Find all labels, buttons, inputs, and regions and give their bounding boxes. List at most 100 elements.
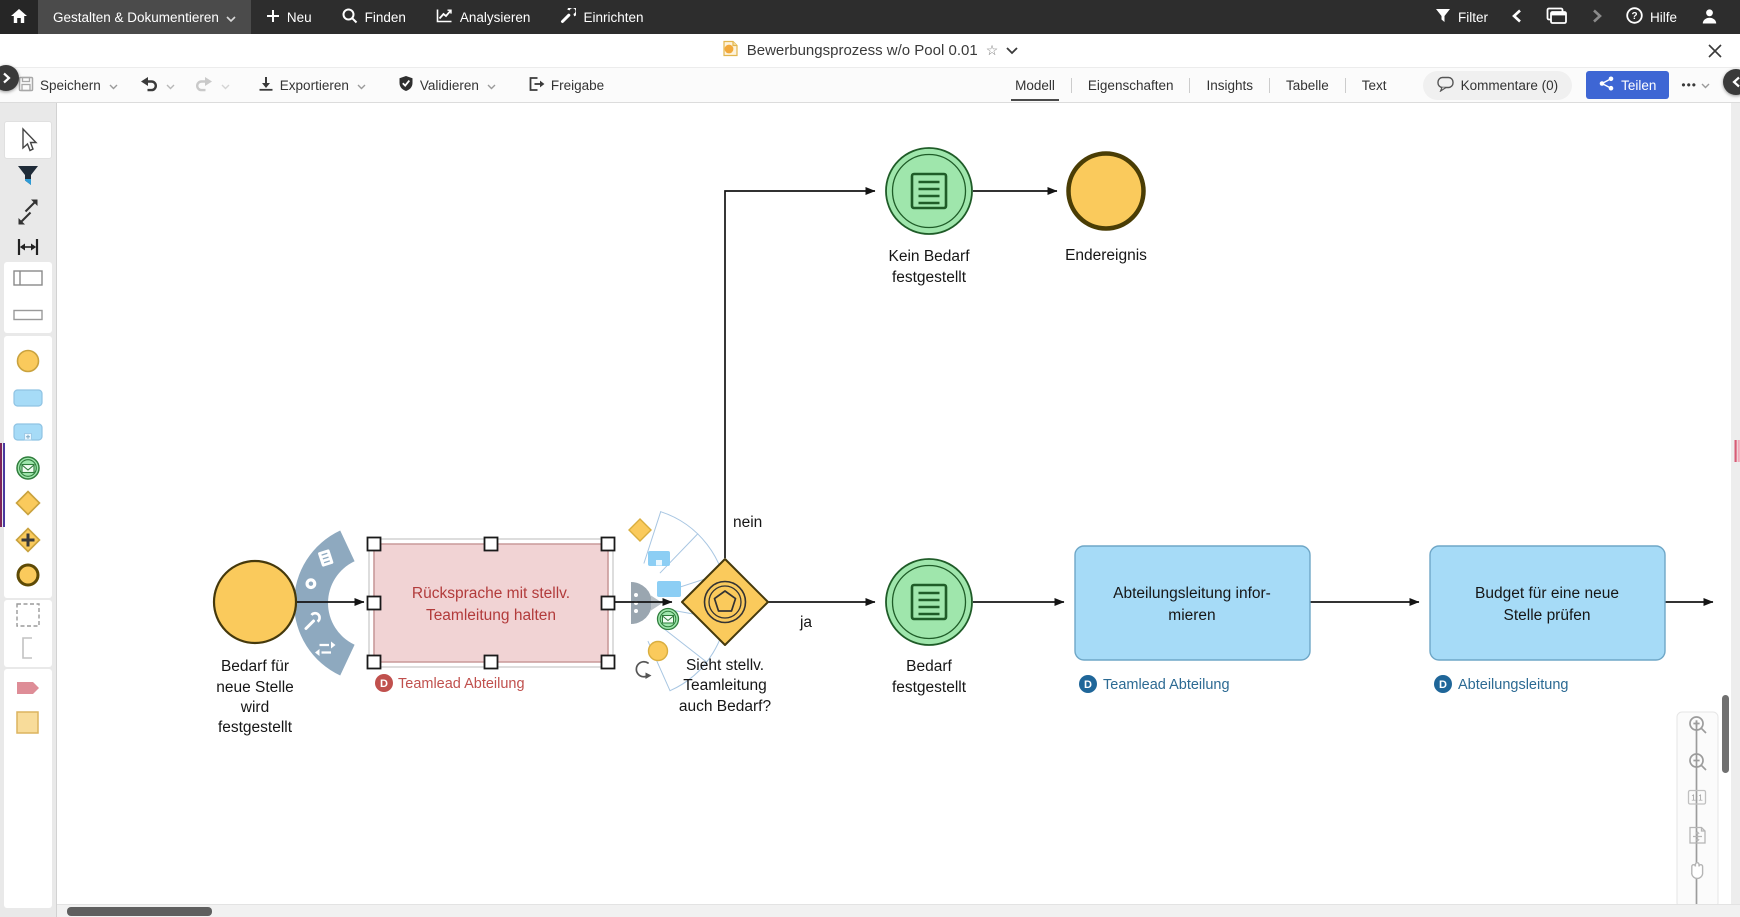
release-label: Freigabe [551, 78, 604, 93]
menu-neu[interactable]: Neu [251, 0, 327, 34]
undo-button[interactable] [140, 76, 175, 95]
redo-icon [195, 76, 213, 95]
budget-task[interactable]: Budget für eine neue Stelle prüfen D Abt… [1430, 546, 1665, 693]
edge-label-ja[interactable]: ja [799, 614, 812, 631]
save-button[interactable]: Speichern [18, 76, 118, 95]
gateway-shape[interactable] [8, 486, 48, 520]
chevron-down-icon[interactable] [221, 78, 230, 93]
tab-modell[interactable]: Modell [1011, 70, 1059, 101]
validate-button[interactable]: Validieren [398, 75, 496, 95]
edge-label-nein[interactable]: nein [733, 514, 762, 531]
filter-button[interactable]: Filter [1425, 8, 1498, 26]
user-button[interactable] [1691, 8, 1728, 27]
need-conditional-event[interactable]: Bedarf festgestellt [886, 559, 972, 696]
dictionary-badge-red[interactable]: D Teamlead Abteilung [375, 674, 525, 692]
home-icon [10, 8, 28, 27]
dictionary-badge-blue[interactable]: D Abteilungsleitung [1434, 675, 1568, 693]
chart-icon [436, 8, 453, 26]
data-tag-shape[interactable] [8, 671, 48, 705]
menu-einrichten[interactable]: Einrichten [545, 0, 658, 34]
sequence-flows[interactable] [297, 191, 1713, 602]
filter-tool[interactable] [8, 159, 48, 193]
resize-arrows-tool[interactable] [8, 195, 48, 229]
no-need-conditional-event[interactable]: Kein Bedarf festgestellt [886, 148, 972, 286]
tab-text[interactable]: Text [1358, 70, 1391, 101]
task-label: mieren [1168, 607, 1215, 624]
horizontal-scrollbar[interactable] [57, 904, 1740, 917]
subprocess-shape[interactable] [8, 415, 48, 449]
more-options-button[interactable]: ••• [1681, 78, 1710, 92]
start-event-label: Bedarf für [221, 658, 289, 675]
start-event[interactable]: Bedarf für neue Stelle wird festgestellt [214, 561, 296, 736]
windows-icon [1546, 7, 1568, 27]
morph-gateway-option[interactable] [629, 519, 651, 541]
lane-shape[interactable] [8, 298, 48, 332]
end-event-shape[interactable] [8, 558, 48, 592]
share-button[interactable]: Teilen [1586, 71, 1669, 99]
home-button[interactable] [0, 0, 38, 34]
text-annotation-shape[interactable] [8, 631, 48, 665]
task-label: Abteilungsleitung infor- [1113, 585, 1271, 602]
chevron-down-icon[interactable] [487, 78, 496, 93]
title-chevron-down-icon[interactable] [1006, 42, 1018, 59]
export-button[interactable]: Exportieren [258, 76, 366, 95]
view-tabs: Modell Eigenschaften Insights Tabelle Te… [999, 70, 1402, 101]
flow-gateway-nein[interactable] [725, 191, 875, 558]
morph-task-option[interactable] [657, 581, 681, 597]
comments-button[interactable]: Kommentare (0) [1423, 71, 1573, 100]
selected-task[interactable]: Rücksprache mit stellv. Teamleitung halt… [368, 538, 615, 693]
horizontal-scrollbar-thumb[interactable] [67, 907, 212, 916]
tab-insights[interactable]: Insights [1202, 70, 1257, 101]
menu-analysieren[interactable]: Analysieren [421, 0, 546, 34]
inform-task[interactable]: Abteilungsleitung infor- mieren D Teamle… [1075, 546, 1310, 693]
chevron-down-icon[interactable] [357, 78, 366, 93]
undo-icon [140, 76, 158, 95]
back-button[interactable] [1502, 9, 1532, 26]
parallel-gateway-shape[interactable] [8, 523, 48, 557]
role-label: Teamlead Abteilung [398, 676, 525, 692]
start-event-label: neue Stelle [216, 679, 294, 696]
colored-note-shape[interactable] [8, 706, 48, 740]
chevron-down-icon[interactable] [109, 78, 118, 93]
drag-arrow-icon [651, 596, 663, 611]
close-icon[interactable] [1706, 42, 1724, 60]
topbar-right-group: Filter ? Hilfe [1425, 0, 1740, 34]
user-icon [1701, 8, 1718, 27]
group-shape[interactable] [8, 598, 48, 632]
reverse-connection-icon[interactable] [636, 662, 651, 679]
favorite-star-icon[interactable]: ☆ [986, 42, 999, 59]
vertical-scrollbar-thumb[interactable] [1722, 695, 1729, 773]
gateway-label: auch Bedarf? [679, 698, 772, 715]
message-event-shape[interactable] [8, 451, 48, 485]
pan-hand-button[interactable] [1692, 863, 1703, 879]
pointer-tool[interactable] [8, 123, 48, 157]
task-shape[interactable] [8, 381, 48, 415]
gateway-label: Sieht stellv. [686, 657, 764, 674]
morph-message-event-option[interactable] [658, 609, 679, 630]
share-out-icon [528, 76, 545, 95]
redo-button[interactable] [195, 76, 230, 95]
release-button[interactable]: Freigabe [528, 76, 604, 95]
end-event[interactable]: Endereignis [1065, 154, 1147, 265]
windows-button[interactable] [1536, 7, 1578, 27]
svg-text:D: D [1439, 679, 1447, 691]
diagram-canvas[interactable]: nein ja Bedarf für neue Stelle wird fest… [57, 103, 1740, 917]
tab-eigenschaften[interactable]: Eigenschaften [1084, 70, 1178, 101]
context-arc-menu[interactable] [294, 531, 355, 676]
menu-finden[interactable]: Finden [327, 0, 421, 34]
morph-subprocess-option[interactable] [648, 551, 670, 566]
menu-gestalten-dokumentieren[interactable]: Gestalten & Dokumentieren [38, 0, 251, 34]
pool-shape[interactable] [8, 261, 48, 295]
dictionary-badge-blue[interactable]: D Teamlead Abteilung [1079, 675, 1230, 693]
space-tool[interactable] [8, 230, 48, 264]
tab-tabelle[interactable]: Tabelle [1282, 70, 1333, 101]
chevron-down-icon[interactable] [166, 78, 175, 93]
forward-button[interactable] [1582, 9, 1612, 26]
menu-label: Neu [287, 10, 312, 25]
tab-divider [1269, 78, 1270, 93]
gear-icon[interactable] [303, 576, 319, 592]
role-label: Teamlead Abteilung [1103, 677, 1230, 693]
morph-event-option[interactable] [649, 642, 668, 661]
help-button[interactable]: ? Hilfe [1616, 7, 1687, 27]
start-event-shape[interactable] [8, 344, 48, 378]
